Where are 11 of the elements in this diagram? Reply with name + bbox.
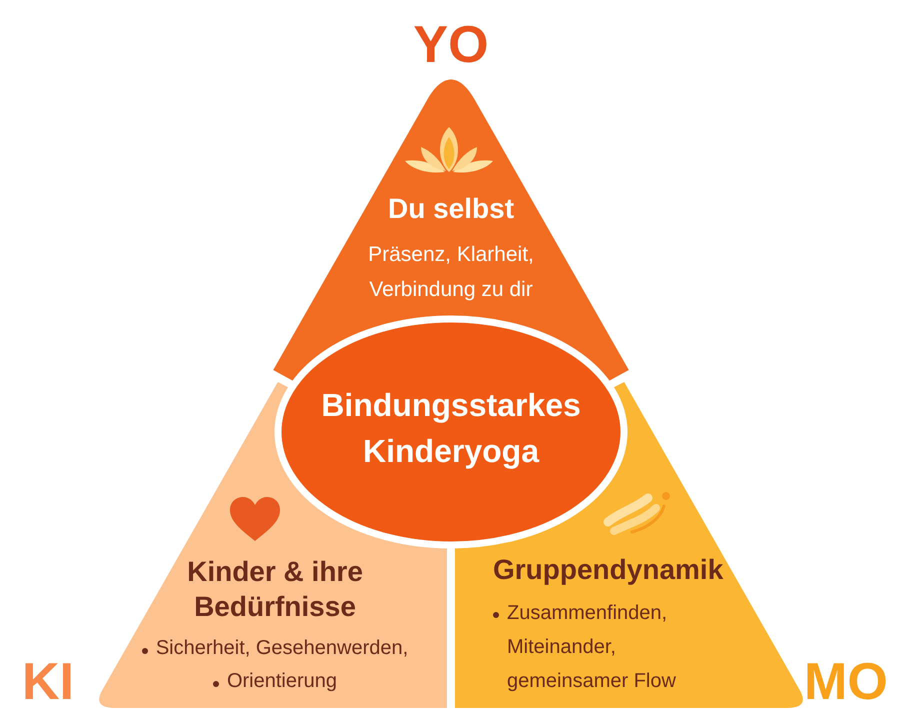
bullet-item: Sicherheit, Gesehenwerden, <box>156 636 408 661</box>
corner-label: MO <box>804 656 889 708</box>
center-title: Bindungsstarkes Kinderyoga <box>320 386 582 471</box>
segment-heading: Du selbst <box>386 192 516 226</box>
corner-label: KI <box>22 656 75 708</box>
bullet-item: Orientierung <box>226 669 338 694</box>
segment-description: Präsenz, Klarheit, Verbindung zu dir <box>367 242 535 303</box>
bullet-item: Zusammenfinden, Miteinander, gemeinsamer Flow <box>507 601 677 694</box>
segment-heading: Kinder & ihre Bedürfnisse <box>186 555 364 624</box>
corner-label: YO <box>412 19 490 71</box>
segment-heading: Gruppendynamik <box>493 553 724 587</box>
